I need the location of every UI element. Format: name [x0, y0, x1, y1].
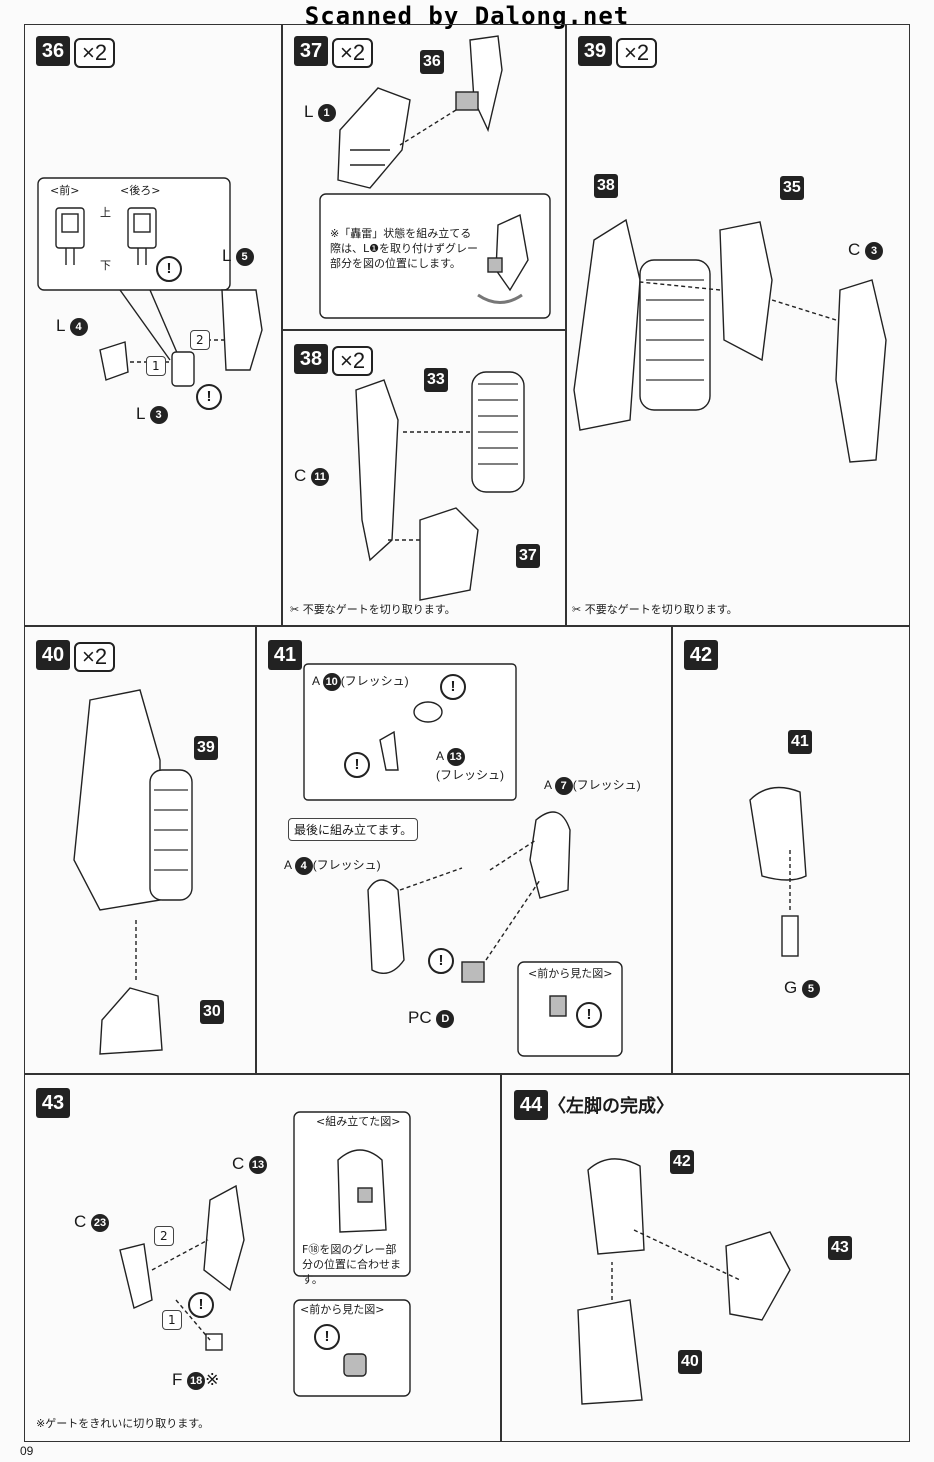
- part-l5: L 5: [222, 246, 254, 266]
- step-37-note: ※「轟雷」状態を組み立てる際は、L❶を取り付けずグレー部分を図の位置にします。: [330, 227, 478, 270]
- panel-step-37: [282, 24, 566, 330]
- gate-note-43: ※ゲートをきれいに切り取ります。: [36, 1417, 210, 1430]
- back-label: <後ろ>: [120, 184, 161, 197]
- step-37-multiplier: ×2: [332, 38, 374, 68]
- ref-35: 35: [780, 176, 804, 200]
- part-c13: C 13: [232, 1154, 268, 1174]
- page-number: 09: [20, 1444, 34, 1458]
- panel-step-40: [24, 626, 256, 1074]
- nipper-icon: ✂: [290, 603, 300, 616]
- caution-icon: !: [440, 674, 466, 700]
- assembled-view-label: <組み立てた図>: [316, 1115, 401, 1128]
- step-number-42: 42: [684, 640, 718, 670]
- panel-step-43: [24, 1074, 501, 1442]
- step-number-38: 38: [294, 344, 328, 374]
- step-38-multiplier: ×2: [332, 346, 374, 376]
- step-44-title: 〈左脚の完成〉: [548, 1096, 674, 1117]
- panel-step-41: [256, 626, 672, 1074]
- gate-note: ✂ 不要なゲートを切り取ります。: [572, 603, 738, 616]
- ref-30: 30: [200, 1000, 224, 1024]
- step-36-multiplier: ×2: [74, 38, 116, 68]
- step-number-37: 37: [294, 36, 328, 66]
- part-a7: A 7(フレッシュ): [544, 776, 641, 795]
- caution-icon: !: [576, 1002, 602, 1028]
- part-f18: F 18※: [172, 1370, 220, 1390]
- caution-icon: !: [188, 1292, 214, 1318]
- part-l1: L 1: [304, 102, 336, 122]
- step-number-40: 40: [36, 640, 70, 670]
- ref-39: 39: [194, 736, 218, 760]
- panel-step-39: [566, 24, 910, 626]
- caution-icon: !: [314, 1324, 340, 1350]
- caution-icon: !: [344, 752, 370, 778]
- scan-watermark: Scanned by Dalong.net: [304, 2, 630, 30]
- nipper-icon: ✂: [572, 603, 582, 616]
- part-l4: L 4: [56, 316, 88, 336]
- gate-note: ✂ 不要なゲートを切り取ります。: [290, 603, 456, 616]
- assembled-note: F⑱を図のグレー部分の位置に合わせます。: [302, 1243, 401, 1286]
- part-pc-d: PC D: [408, 1008, 455, 1028]
- last-assembly-note: 最後に組み立てます。: [288, 818, 419, 841]
- part-a10: A 10(フレッシュ): [312, 672, 409, 691]
- caution-icon: !: [428, 948, 454, 974]
- ref-33: 33: [424, 368, 448, 392]
- panel-step-42: [672, 626, 910, 1074]
- part-a4: A 4(フレッシュ): [284, 856, 381, 875]
- top-label: 上: [100, 206, 111, 219]
- ref-37: 37: [516, 544, 540, 568]
- panel-step-38: [282, 330, 566, 626]
- caution-icon: !: [196, 384, 222, 410]
- ref-40: 40: [678, 1350, 702, 1374]
- step-40-multiplier: ×2: [74, 642, 116, 672]
- part-c11: C 11: [294, 466, 330, 486]
- front-view-label: <前から見た図>: [528, 967, 613, 980]
- order-2: 2: [190, 330, 210, 350]
- order-2: 2: [154, 1226, 174, 1246]
- caution-icon: !: [156, 256, 182, 282]
- part-g5: G 5: [784, 978, 820, 998]
- order-1: 1: [146, 356, 166, 376]
- ref-42: 42: [670, 1150, 694, 1174]
- part-a13: A 13(フレッシュ): [436, 748, 504, 782]
- step-number-36: 36: [36, 36, 70, 66]
- step-number-39: 39: [578, 36, 612, 66]
- front-view-label: <前から見た図>: [300, 1303, 385, 1316]
- ref-38: 38: [594, 174, 618, 198]
- order-1: 1: [162, 1310, 182, 1330]
- ref-41: 41: [788, 730, 812, 754]
- part-l3: L 3: [136, 404, 168, 424]
- bottom-label: 下: [100, 259, 111, 272]
- step-number-44: 44: [514, 1090, 548, 1120]
- ref-36: 36: [420, 50, 444, 74]
- panel-step-44: [501, 1074, 910, 1442]
- front-label: <前>: [50, 184, 80, 197]
- ref-43: 43: [828, 1236, 852, 1260]
- step-39-multiplier: ×2: [616, 38, 658, 68]
- part-c3: C 3: [848, 240, 884, 260]
- panel-step-36: [24, 24, 282, 626]
- step-number-41: 41: [268, 640, 302, 670]
- part-c23: C 23: [74, 1212, 110, 1232]
- step-number-43: 43: [36, 1088, 70, 1118]
